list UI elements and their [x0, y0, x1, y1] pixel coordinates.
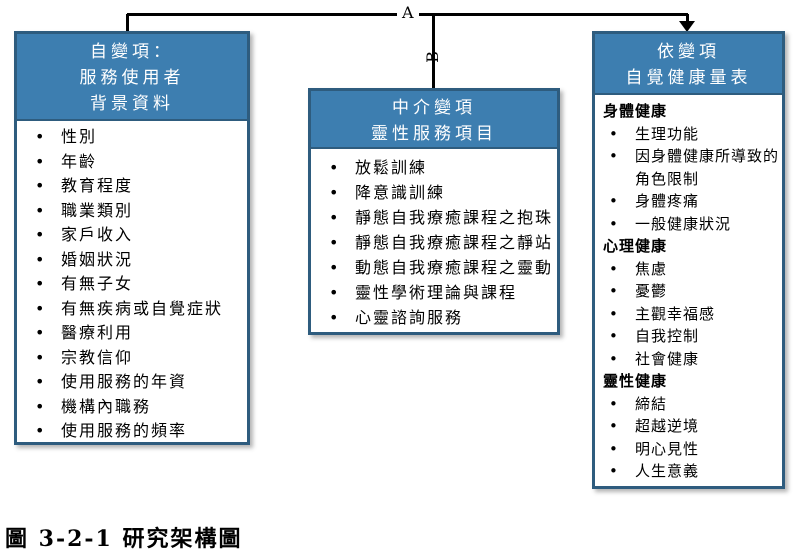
section-heading-spiritual-health: 靈性健康 — [603, 372, 668, 390]
dependent-list-item: 焦慮 — [595, 258, 782, 281]
left-connector-line — [126, 14, 129, 32]
independent-list-item: 家戶收入 — [17, 223, 247, 248]
dependent-list-item: 生理功能 — [595, 123, 782, 146]
independent-list-item: 年齡 — [17, 150, 247, 175]
dependent-variables-box: 依變項 自覺健康量表 身體健康 生理功能因身體健康所導致的角色限制身體疼痛一般健… — [592, 31, 785, 489]
connector-label-a: A — [397, 4, 419, 22]
independent-list-item: 性別 — [17, 125, 247, 150]
mediator-list-item: 靈性學術理論與課程 — [311, 280, 557, 305]
dependent-list-item: 人生意義 — [595, 460, 782, 483]
dependent-title-line: 自覺健康量表 — [625, 68, 752, 88]
independent-box-header: 自變項： 服務使用者 背景資料 — [17, 34, 247, 121]
mediator-list-item: 放鬆訓練 — [311, 155, 557, 180]
dependent-list-item: 社會健康 — [595, 348, 782, 371]
mediator-list-item: 靜態自我療癒課程之抱珠 — [311, 205, 557, 230]
independent-title-line: 服務使用者 — [79, 68, 185, 88]
dependent-list-item: 超越逆境 — [595, 415, 782, 438]
independent-title-line: 自變項： — [90, 42, 174, 62]
mediator-box-body: 放鬆訓練降意識訓練靜態自我療癒課程之抱珠靜態自我療癒課程之靜站動態自我療癒課程之… — [311, 149, 557, 330]
independent-list-item: 有無疾病或自覺症狀 — [17, 297, 247, 322]
dependent-box-header: 依變項 自覺健康量表 — [595, 34, 782, 95]
mediator-variables-box: 中介變項 靈性服務項目 放鬆訓練降意識訓練靜態自我療癒課程之抱珠靜態自我療癒課程… — [308, 88, 560, 335]
dependent-list-item: 自我控制 — [595, 325, 782, 348]
mediator-title-line: 中介變項 — [392, 98, 476, 118]
dependent-list-item: 因身體健康所導致的角色限制 — [595, 145, 782, 190]
dependent-list-item: 身體疼痛 — [595, 190, 782, 213]
independent-list-item: 機構內職務 — [17, 395, 247, 420]
mediator-list-item: 心靈諮詢服務 — [311, 305, 557, 330]
independent-list-item: 婚姻狀況 — [17, 248, 247, 273]
independent-box-body: 性別年齡教育程度職業類別家戶收入婚姻狀況有無子女有無疾病或自覺症狀醫療利用宗教信… — [17, 121, 247, 444]
independent-list-item: 職業類別 — [17, 199, 247, 224]
mediator-box-header: 中介變項 靈性服務項目 — [311, 91, 557, 149]
mediator-list-item: 靜態自我療癒課程之靜站 — [311, 230, 557, 255]
right-connector-line — [686, 14, 689, 23]
connector-label-b: B — [423, 51, 442, 63]
section-heading-physical-health: 身體健康 — [603, 102, 668, 120]
mental-health-item-list: 焦慮憂鬱主觀幸福感自我控制社會健康 — [595, 258, 782, 371]
mediator-list-item: 動態自我療癒課程之靈動 — [311, 255, 557, 280]
dependent-list-item: 締結 — [595, 393, 782, 416]
independent-variables-box: 自變項： 服務使用者 背景資料 性別年齡教育程度職業類別家戶收入婚姻狀況有無子女… — [14, 31, 250, 445]
independent-list-item: 宗教信仰 — [17, 346, 247, 371]
independent-list-item: 使用服務的頻率 — [17, 419, 247, 444]
physical-health-item-list: 生理功能因身體健康所導致的角色限制身體疼痛一般健康狀況 — [595, 123, 782, 236]
figure-caption: 圖 3-2-1 研究架構圖 — [5, 526, 243, 552]
dependent-list-item: 明心見性 — [595, 438, 782, 461]
independent-item-list: 性別年齡教育程度職業類別家戶收入婚姻狀況有無子女有無疾病或自覺症狀醫療利用宗教信… — [17, 125, 247, 444]
independent-list-item: 醫療利用 — [17, 321, 247, 346]
spiritual-health-item-list: 締結超越逆境明心見性人生意義 — [595, 393, 782, 483]
independent-list-item: 教育程度 — [17, 174, 247, 199]
mediator-title-line: 靈性服務項目 — [371, 124, 497, 144]
arrow-down-icon — [679, 21, 695, 32]
independent-list-item: 有無子女 — [17, 272, 247, 297]
mediator-list-item: 降意識訓練 — [311, 180, 557, 205]
dependent-list-item: 憂鬱 — [595, 280, 782, 303]
dependent-list-item: 一般健康狀況 — [595, 213, 782, 236]
mediator-item-list: 放鬆訓練降意識訓練靜態自我療癒課程之抱珠靜態自我療癒課程之靜站動態自我療癒課程之… — [311, 155, 557, 330]
dependent-list-item: 主觀幸福感 — [595, 303, 782, 326]
dependent-box-body: 身體健康 生理功能因身體健康所導致的角色限制身體疼痛一般健康狀況 心理健康 焦慮… — [595, 95, 782, 483]
section-heading-mental-health: 心理健康 — [603, 237, 668, 255]
independent-title-line: 背景資料 — [90, 94, 174, 114]
middle-connector-line — [432, 14, 435, 89]
dependent-title-line: 依變項 — [657, 42, 720, 62]
independent-list-item: 使用服務的年資 — [17, 370, 247, 395]
